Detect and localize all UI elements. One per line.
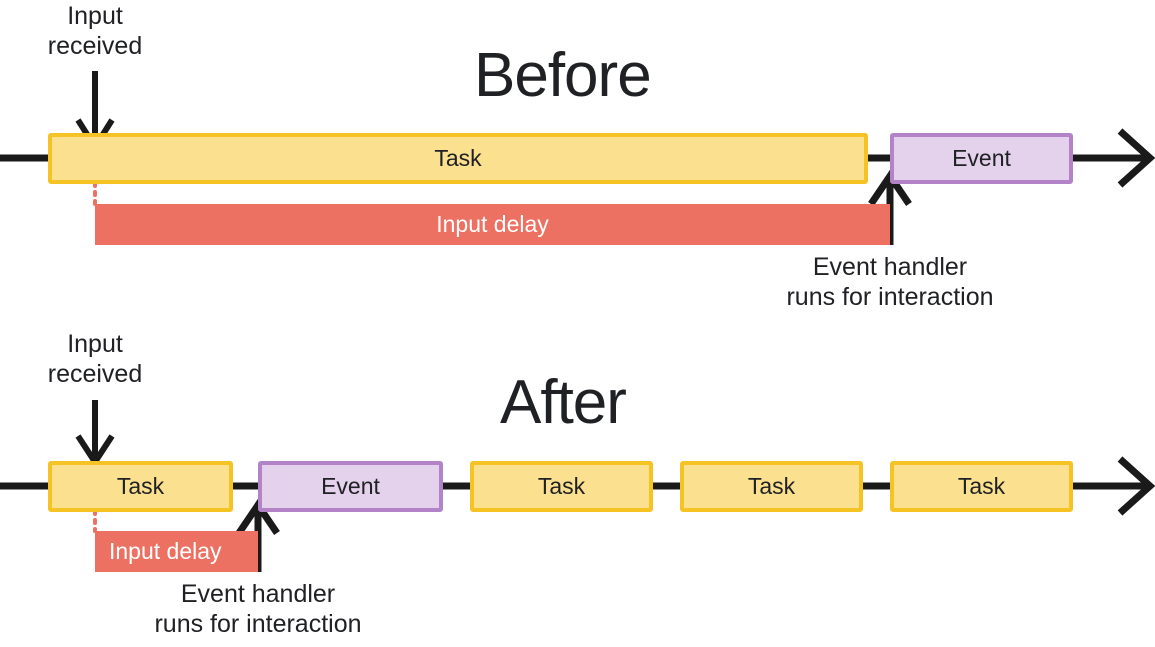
after-input-received-arrow [75,400,115,468]
before-input-delay-bar: Input delay [95,204,890,245]
after-event-handler-label: Event handler runs for interaction [154,580,362,638]
after-task-block-1[interactable]: Task [48,461,233,512]
after-event-block[interactable]: Event [258,461,443,512]
after-task-block-4[interactable]: Task [890,461,1073,512]
after-task-block-3[interactable]: Task [680,461,863,512]
before-section-title: Before [474,41,652,110]
after-section-title: After [500,368,627,437]
after-input-delay-bar: Input delay [95,531,258,572]
before-event-handler-label: Event handler runs for interaction [786,253,994,311]
after-input-received-label: Input received [47,330,143,388]
before-task-block[interactable]: Task [48,133,868,184]
after-task-block-2[interactable]: Task [470,461,653,512]
before-input-received-label: Input received [47,2,143,60]
before-event-block[interactable]: Event [890,133,1073,184]
